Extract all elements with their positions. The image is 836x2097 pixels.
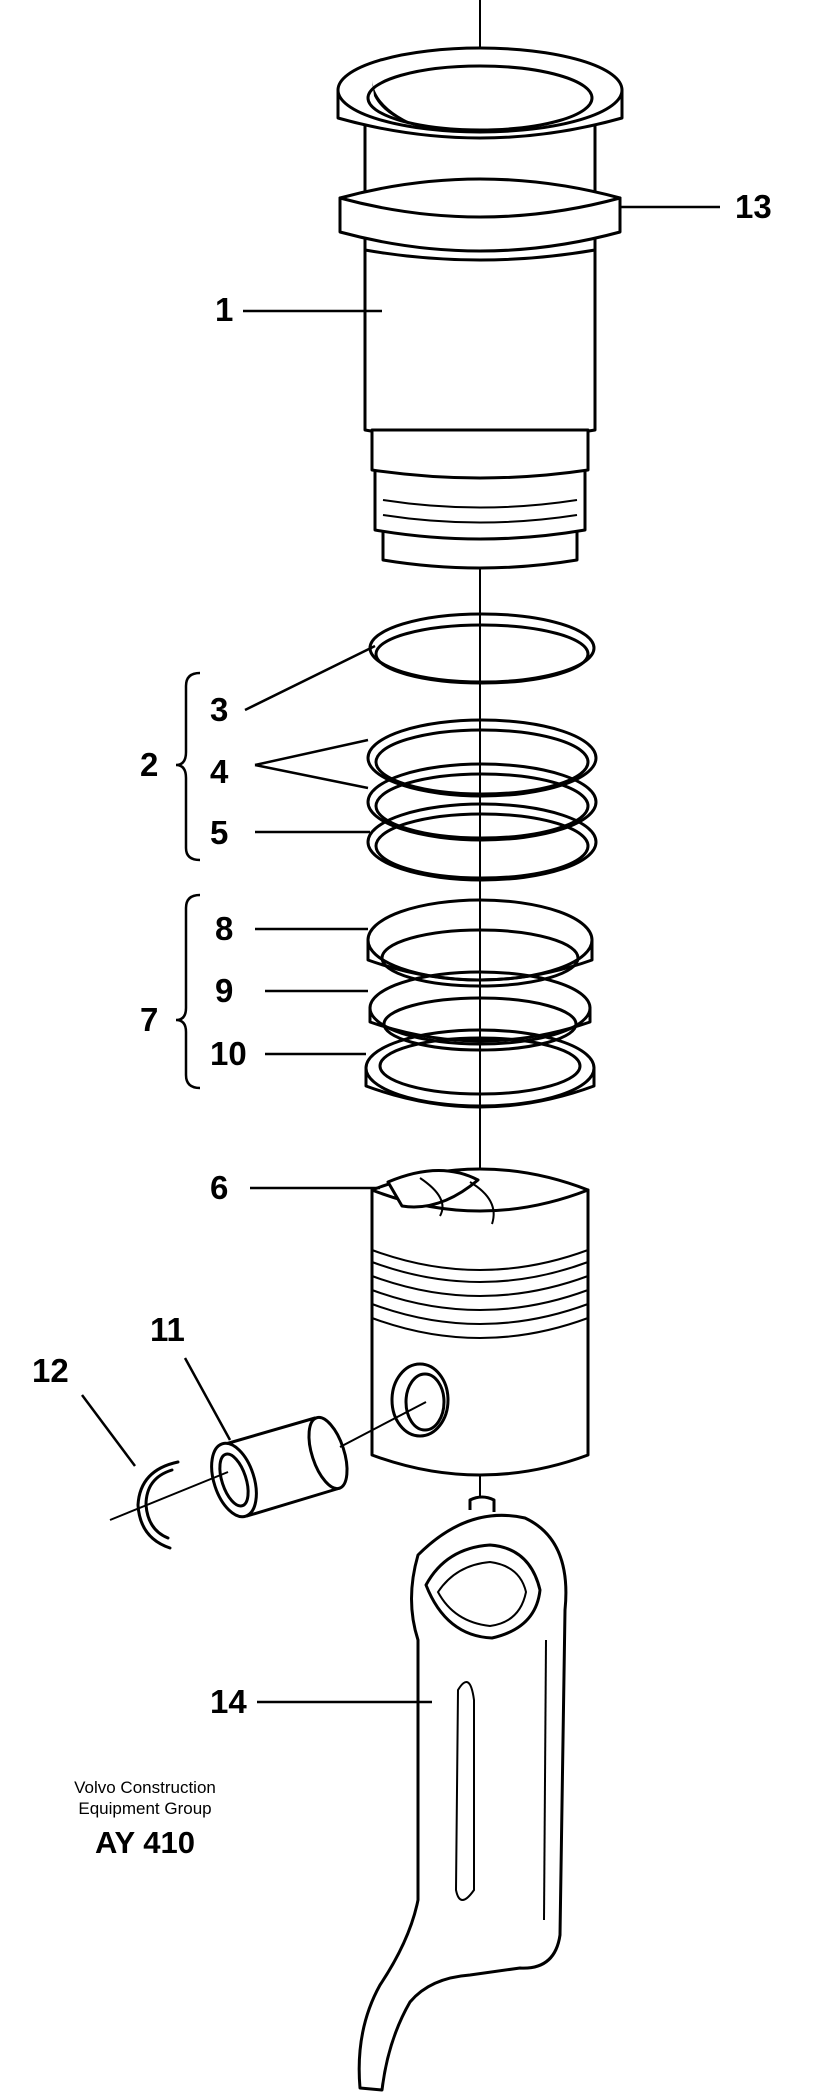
- piston-pin: [210, 1401, 427, 1519]
- callout-8: 8: [215, 910, 234, 947]
- callout-3: 3: [210, 691, 229, 728]
- callout-10: 10: [210, 1035, 247, 1072]
- callout-4: 4: [210, 753, 229, 790]
- callout-6: 6: [210, 1169, 229, 1206]
- company-name-line2: Equipment Group: [78, 1799, 212, 1818]
- callout-2: 2: [140, 746, 159, 783]
- seal-rings: [366, 612, 598, 882]
- circlip: [109, 1460, 229, 1550]
- company-name-line1: Volvo Construction: [74, 1778, 216, 1797]
- piston-rings: [364, 898, 596, 1109]
- callout-9: 9: [215, 972, 234, 1009]
- piston: [370, 1167, 590, 1477]
- callout-7: 7: [140, 1001, 159, 1038]
- callout-14: 14: [210, 1683, 247, 1720]
- drawing-code: AY 410: [95, 1825, 195, 1860]
- callout-11: 11: [150, 1311, 185, 1348]
- connecting-rod: [357, 1495, 568, 2092]
- callout-5: 5: [210, 814, 229, 851]
- callout-13: 13: [735, 188, 772, 225]
- callout-12: 12: [32, 1352, 69, 1389]
- callout-1: 1: [215, 291, 234, 328]
- leader-lines: [80, 205, 720, 1704]
- group-brackets: [175, 671, 201, 1090]
- cylinder-liner: [336, 46, 624, 570]
